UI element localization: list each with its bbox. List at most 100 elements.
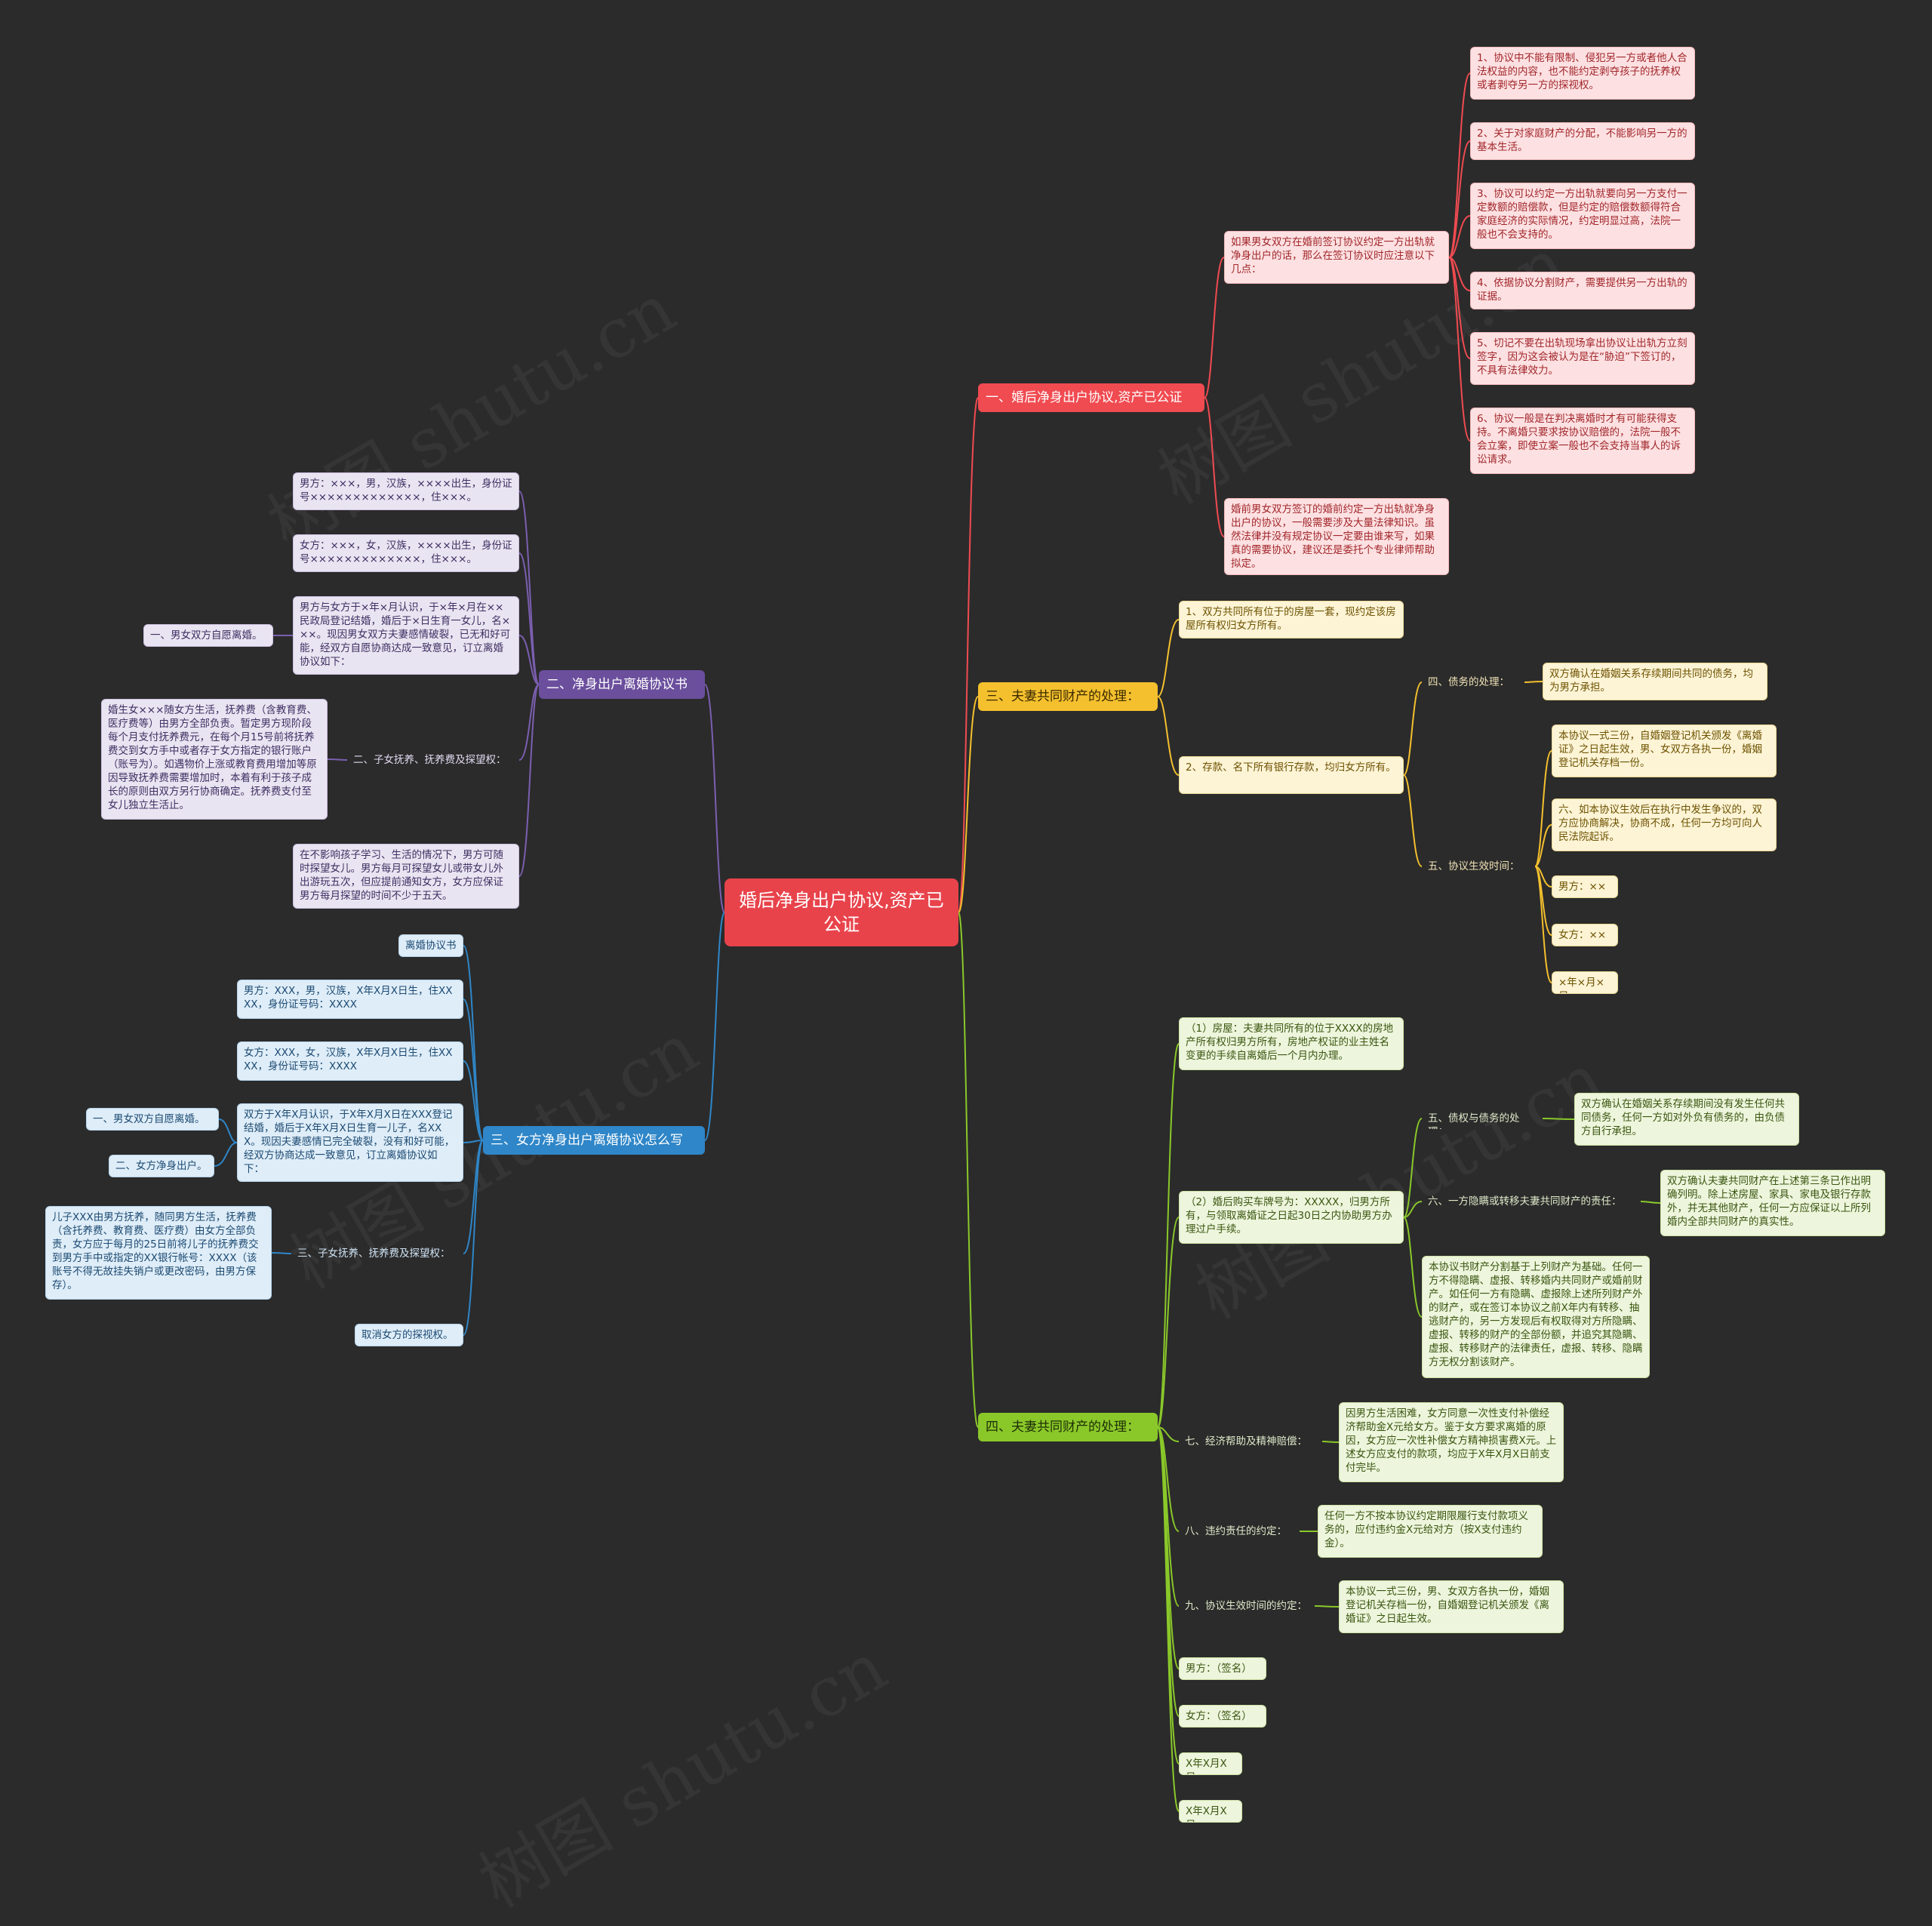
- b2-support-label[interactable]: 二、子女抚养、抚养费及探望权：: [353, 754, 506, 766]
- connector-line: [1403, 774, 1423, 867]
- connector-line: [1157, 1426, 1180, 1812]
- connector-line: [1403, 1118, 1423, 1218]
- connector-line: [958, 397, 979, 913]
- b4-sign-woman[interactable]: 女方：（签名）: [1179, 1705, 1266, 1728]
- b3-effective-text-2[interactable]: 六、如本协议生效后在执行中发生争议的，双方应协商解决，协商不成，任何一方均可向人…: [1552, 798, 1777, 851]
- connector-line: [1403, 1217, 1423, 1318]
- b2-intro-clause-1[interactable]: 一、男女双方自愿离婚。: [143, 624, 273, 647]
- connector-line: [214, 1142, 238, 1167]
- connector-line: [1157, 1043, 1180, 1428]
- connector-line: [1204, 257, 1225, 398]
- connector-line: [1321, 1441, 1340, 1443]
- b4-clause-8-text[interactable]: 任何一方不按本协议约定期限履行支付款项义务的，应付违约金X元给对方（按X支付违约…: [1318, 1505, 1543, 1558]
- b4-clause-9-text[interactable]: 本协议一式三份，男、女双方各执一份，婚姻登记机关存档一份，自婚姻登记机关颁发《离…: [1339, 1580, 1564, 1633]
- b4-clause-5-label[interactable]: 五、债权与债务的处理：: [1428, 1112, 1520, 1129]
- connector-line: [1534, 824, 1552, 867]
- connector-line: [1314, 1605, 1340, 1608]
- connector-line: [463, 998, 484, 1141]
- b5-support-text[interactable]: 儿子XXX由男方抚养，随同男方生活，抚养费（含托养费、教育费、医疗费）由女方全部…: [45, 1206, 272, 1300]
- connector-line: [1448, 257, 1471, 359]
- connector-line: [1157, 1217, 1180, 1428]
- b3-debt-text[interactable]: 双方确认在婚姻关系存续期间共同的债务，均为男方承担。: [1543, 663, 1767, 700]
- b4-date-1[interactable]: X年X月X日: [1179, 1752, 1242, 1775]
- b3-sign-man[interactable]: 男方：×××: [1552, 875, 1618, 898]
- connector-line: [518, 635, 540, 685]
- b1-intro[interactable]: 如果男女双方在婚前签订协议约定一方出轨就净身出户的话，那么在签订协议时应注意以下…: [1224, 231, 1449, 284]
- b3-date[interactable]: ×年×月×日: [1552, 971, 1618, 994]
- b4-clause-6-text-2[interactable]: 本协议书财产分割基于上列财产为基础。任何一方不得隐瞒、虚报、转移婚内共同财产或婚…: [1422, 1256, 1650, 1378]
- b3-sign-woman[interactable]: 女方：×××: [1552, 924, 1618, 946]
- connector-line: [1448, 72, 1471, 258]
- b5-cancel-visit[interactable]: 取消女方的探视权。: [355, 1324, 463, 1346]
- connector-line: [1640, 1201, 1661, 1204]
- b1-point-6[interactable]: 6、协议一般是在判决离婚时才有可能获得支持。不离婚只要求按协议赔偿的，法院一般不…: [1470, 408, 1695, 474]
- branch-3-title[interactable]: 三、夫妻共同财产的处理：: [978, 682, 1158, 711]
- branch-1-title[interactable]: 一、婚后净身出户协议,资产已公证: [978, 383, 1204, 412]
- connector-line: [1157, 1426, 1180, 1442]
- b4-clause-7-label[interactable]: 七、经济帮助及精神赔偿：: [1185, 1435, 1307, 1448]
- connector-line: [463, 1140, 484, 1143]
- connector-line: [1448, 257, 1471, 291]
- b5-intro[interactable]: 双方于X年X月认识，于X年X月X日在XXX登记结婚，婚后于X年X月X日生育一儿子…: [237, 1103, 463, 1182]
- connector-line: [518, 684, 540, 877]
- b3-effective-text-1[interactable]: 本协议一式三份，自婚姻登记机关颁发《离婚证》之日起生效，男、女双方各执一份，婚姻…: [1552, 725, 1777, 777]
- b4-clause-8-label[interactable]: 八、违约责任的约定：: [1185, 1525, 1287, 1537]
- connector-line: [463, 1140, 484, 1254]
- connector-line: [1403, 1201, 1423, 1218]
- b1-point-2[interactable]: 2、关于对家庭财产的分配，不能影响另一方的基本生活。: [1470, 122, 1695, 160]
- b4-clause-6-label[interactable]: 六、一方隐瞒或转移夫妻共同财产的责任：: [1428, 1195, 1622, 1208]
- b3-debt-label[interactable]: 四、债务的处理：: [1428, 676, 1509, 688]
- branch-2-title[interactable]: 二、净身出户离婚协议书: [539, 670, 705, 699]
- connector-line: [1448, 257, 1471, 442]
- connector-lines: [214, 72, 1661, 1812]
- b4-clause-5-text[interactable]: 双方确认在婚姻关系存续期间没有发生任何共同债务，任何一方如对外负有债务的，由负债…: [1574, 1093, 1799, 1146]
- b5-man[interactable]: 男方：XXX，男，汉族，X年X月X日生，住XXXX，身份证号码：XXXX: [237, 980, 463, 1019]
- connector-line: [1204, 397, 1225, 537]
- root-topic[interactable]: 婚后净身出户协议,资产已公证: [724, 878, 958, 946]
- b4-clause-6-text[interactable]: 双方确认夫妻共同财产在上述第三条已作出明确列明。除上述房屋、家具、家电及银行存款…: [1660, 1170, 1885, 1236]
- b2-man[interactable]: 男方：×××，男，汉族，××××出生，身份证号×××××××××××××，住××…: [293, 472, 519, 510]
- b1-point-4[interactable]: 4、依据协议分割财产，需要提供另一方出轨的证据。: [1470, 272, 1695, 309]
- b4-house[interactable]: （1）房屋：夫妻共同所有的位于XXXX的房地产所有权归男方所有，房地产权证的业主…: [1179, 1017, 1404, 1070]
- b5-support-label[interactable]: 三、子女抚养、抚养费及探望权：: [297, 1248, 451, 1260]
- b3-effective-label[interactable]: 五、协议生效时间：: [1428, 860, 1520, 872]
- b3-item-1[interactable]: 1、双方共同所有位于的房屋一套，现约定该房屋所有权归女方所有。: [1179, 601, 1404, 638]
- connector-line: [463, 1140, 484, 1336]
- b1-note[interactable]: 婚前男女双方签订的婚前约定一方出轨就净身出户的协议，一般需要涉及大量法律知识。虽…: [1224, 498, 1449, 575]
- b4-clause-9-label[interactable]: 九、协议生效时间的约定：: [1185, 1600, 1307, 1612]
- b5-clause-1[interactable]: 一、男女双方自愿离婚。: [86, 1108, 219, 1131]
- b1-point-5[interactable]: 5、切记不要在出轨现场拿出协议让出轨方立刻签字，因为这会被认为是在“胁迫”下签订…: [1470, 332, 1695, 385]
- connector-line: [327, 758, 348, 761]
- branch-5-title[interactable]: 三、女方净身出户离婚协议怎么写: [483, 1126, 705, 1155]
- b1-point-3[interactable]: 3、协议可以约定一方出轨就要向另一方支付一定数额的赔偿款，但是约定的赔偿数额得符…: [1470, 183, 1695, 249]
- connector-line: [958, 696, 979, 913]
- connector-line: [704, 912, 725, 1141]
- connector-line: [704, 684, 725, 913]
- connector-line: [463, 1060, 484, 1141]
- b4-date-2[interactable]: X年X月X日: [1179, 1800, 1242, 1823]
- b4-sign-man[interactable]: 男方：（签名）: [1179, 1657, 1266, 1680]
- connector-line: [1534, 866, 1552, 983]
- connector-line: [958, 912, 979, 1428]
- b5-doc-title[interactable]: 离婚协议书: [398, 934, 463, 957]
- b1-point-1[interactable]: 1、协议中不能有限制、侵犯另一方或者他人合法权益的内容，也不能约定剥夺孩子的抚养…: [1470, 47, 1695, 100]
- connector-line: [518, 552, 540, 685]
- connector-line: [1157, 696, 1180, 776]
- b2-intro[interactable]: 男方与女方于×年×月认识，于×年×月在××民政局登记结婚，婚后于×日生育一女儿，…: [293, 596, 519, 675]
- b4-car[interactable]: （2）婚后购买车牌号为：XXXXX，归男方所有，与领取离婚证之日起30日之内协助…: [1179, 1191, 1404, 1244]
- connector-line: [1542, 1118, 1575, 1120]
- connector-line: [1448, 140, 1471, 258]
- connector-line: [1524, 681, 1543, 683]
- b5-clause-2[interactable]: 二、女方净身出户。: [109, 1155, 214, 1177]
- connector-line: [1403, 681, 1423, 776]
- b5-woman[interactable]: 女方：XXX，女，汉族，X年X月X日生，住XXXX，身份证号码：XXXX: [237, 1041, 463, 1081]
- b2-visit[interactable]: 在不影响孩子学习、生活的情况下，男方可随时探望女儿。男方每月可探望女儿或带女儿外…: [293, 844, 519, 909]
- connector-line: [518, 684, 540, 761]
- connector-line: [1448, 215, 1471, 258]
- b4-clause-7-text[interactable]: 因男方生活困难，女方同意一次性支付补偿经济帮助金X元给女方。鉴于女方要求离婚的原…: [1339, 1402, 1564, 1482]
- branch-4-title[interactable]: 四、夫妻共同财产的处理：: [978, 1413, 1158, 1441]
- connector-line: [218, 1118, 238, 1143]
- b3-item-2[interactable]: 2、存款、名下所有银行存款，均归女方所有。: [1179, 756, 1404, 794]
- b2-support-text[interactable]: 婚生女×××随女方生活，抚养费（含教育费、医疗费等）由男方全部负责。暂定男方现阶…: [101, 699, 328, 820]
- b2-woman[interactable]: 女方：×××，女，汉族，××××出生，身份证号×××××××××××××，住××…: [293, 534, 519, 572]
